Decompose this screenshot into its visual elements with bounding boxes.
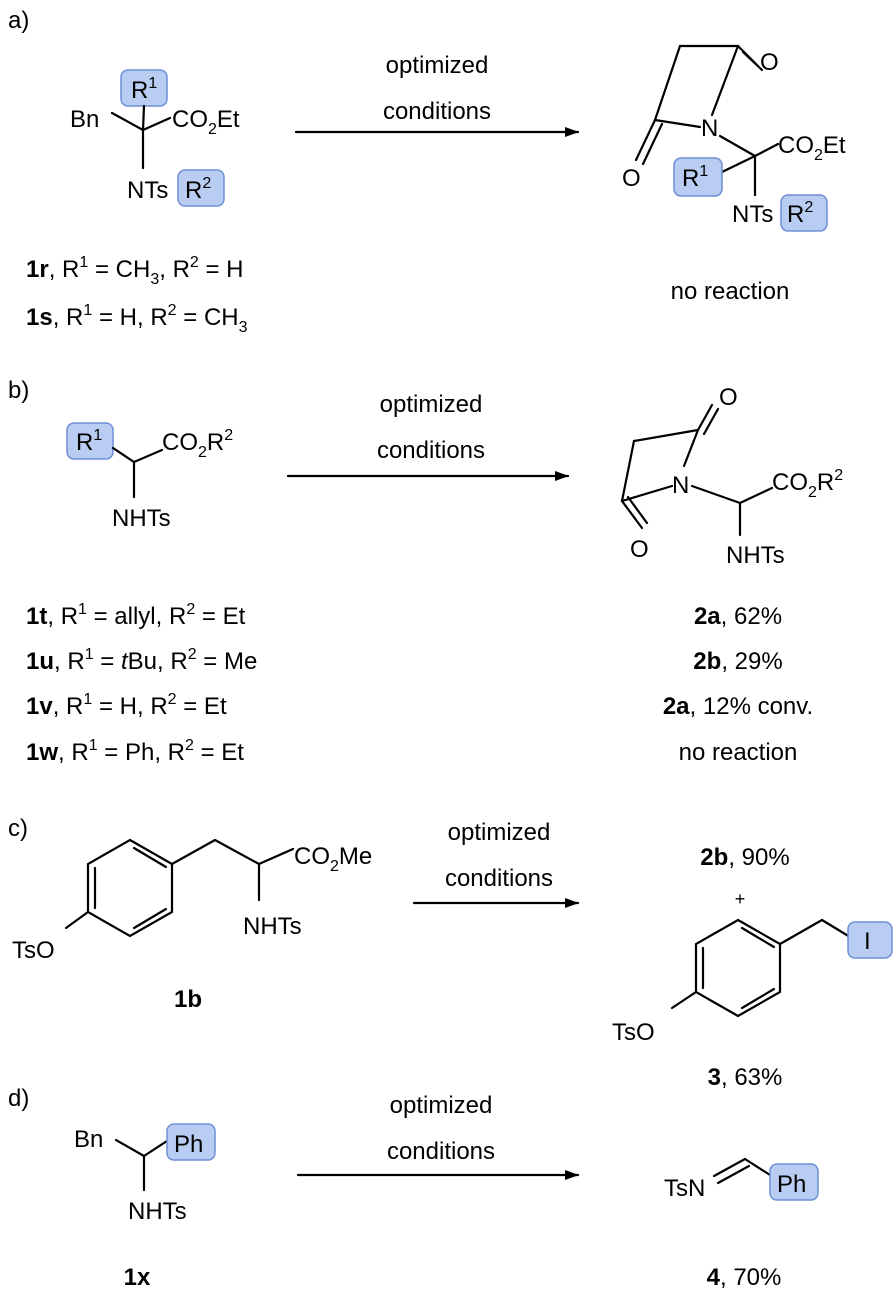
carbonyl-o-top: O: [719, 384, 738, 411]
ph-label: Ph: [777, 1171, 806, 1198]
entry-1r: 1r, R1​ = CH3​, R2​ = H: [26, 254, 244, 288]
conditions-line1-b: optimized: [380, 391, 483, 418]
panel-a: a) R1​ Bn CO2​Et NTs R2​ optimized condi…: [8, 7, 846, 336]
nhts-label: NHTs: [128, 1198, 187, 1225]
conditions-line1-a: optimized: [386, 52, 489, 79]
imide-n: N: [701, 115, 718, 142]
panel-d: d) Bn Ph NHTs 1x optimized conditions Ts…: [8, 1085, 819, 1291]
ester-label: CO2​Me: [294, 843, 372, 875]
ph-highlight: [166, 1123, 216, 1161]
product-3-c: 3, 63%: [708, 1064, 783, 1091]
entry-1u: 1u, R1​ = tBu, R2​ = Me: [26, 646, 257, 675]
r2-highlight: [780, 194, 828, 232]
product-4: TsN Ph: [664, 1157, 819, 1202]
r2-highlight: [177, 169, 225, 207]
entry-1t: 1t, R1​ = allyl, R2​ = Et: [26, 601, 246, 630]
tso-label: TsO: [12, 937, 55, 964]
panel-label-a: a): [8, 7, 29, 34]
panel-c: c) CO2​Me NHTs TsO 1b optimized conditio…: [8, 815, 893, 1091]
ph-highlight: [769, 1163, 819, 1201]
imide-n: N: [672, 472, 689, 499]
tso-label: TsO: [612, 1019, 655, 1046]
nhts-label: NHTs: [726, 542, 785, 569]
product-a: O N O CO2​Et R1​ NTs R2​: [622, 44, 846, 232]
nhts-label: NHTs: [243, 913, 302, 940]
r1-label: R1​: [131, 75, 157, 104]
iodo-highlight: [847, 921, 893, 959]
carbonyl-o-left: O: [630, 536, 649, 563]
tsn-label: TsN: [664, 1175, 705, 1202]
ester-label: CO2​Et: [172, 106, 240, 138]
product-4-d: 4, 70%: [707, 1264, 782, 1291]
conditions-line1-c: optimized: [448, 819, 551, 846]
r2-label: R2​: [185, 175, 211, 204]
r1-label: R1​: [76, 427, 102, 456]
conditions-line2-b: conditions: [377, 437, 485, 464]
outcome-1u: 2b, 29%: [693, 648, 782, 675]
bn-label: Bn: [70, 106, 99, 133]
outcome-1t: 2a, 62%: [694, 603, 782, 630]
bn-label: Bn: [74, 1126, 103, 1153]
panel-label-c: c): [8, 815, 28, 842]
compound-id-1b: 1b: [174, 986, 202, 1013]
r1-label: R1​: [682, 163, 708, 192]
outcome-1v: 2a, 12% conv.: [663, 693, 813, 720]
conditions-line1-d: optimized: [390, 1092, 493, 1119]
carbonyl-o-top: O: [760, 49, 779, 76]
substrate-a: R1​ Bn CO2​Et NTs R2​: [70, 69, 240, 207]
plus-sign: +: [735, 889, 746, 909]
substrate-d: Bn Ph NHTs: [74, 1123, 216, 1225]
panel-label-d: d): [8, 1085, 29, 1112]
conditions-line2-d: conditions: [387, 1138, 495, 1165]
nhts-label: NHTs: [112, 505, 171, 532]
ester-label: CO2​R2​: [772, 467, 843, 501]
ph-label: Ph: [174, 1131, 203, 1158]
panel-b: b) R1​ CO2​R2​ NHTs optimized conditions…: [8, 377, 843, 766]
substrate-b: R1​ CO2​R2​ NHTs: [66, 422, 233, 532]
ester-label: CO2​R2​: [162, 427, 233, 461]
r2-label: R2​: [787, 199, 813, 228]
r1-highlight: [66, 422, 114, 460]
iodo-label: I: [864, 928, 871, 955]
product-b: O N O CO2​R2​ NHTs: [620, 384, 843, 569]
product-3: I TsO: [612, 918, 893, 1046]
nts-label: NTs: [732, 201, 773, 228]
product-2b-c: 2b, 90%: [700, 844, 789, 871]
r1-highlight: [673, 157, 723, 197]
ester-label: CO2​Et: [778, 132, 846, 164]
panel-label-b: b): [8, 377, 29, 404]
conditions-line2-c: conditions: [445, 865, 553, 892]
outcome-1w: no reaction: [679, 739, 798, 766]
entry-1s: 1s, R1​ = H, R2​ = CH3​: [26, 302, 248, 336]
entry-1v: 1v, R1​ = H, R2​ = Et: [26, 691, 227, 720]
nts-label: NTs: [127, 177, 168, 204]
compound-id-1x: 1x: [124, 1264, 151, 1291]
conditions-line2-a: conditions: [383, 98, 491, 125]
entry-1w: 1w, R1​ = Ph, R2​ = Et: [26, 737, 244, 766]
carbonyl-o-left: O: [622, 165, 641, 192]
substrate-c: CO2​Me NHTs TsO: [12, 838, 372, 964]
result-a: no reaction: [671, 278, 790, 305]
